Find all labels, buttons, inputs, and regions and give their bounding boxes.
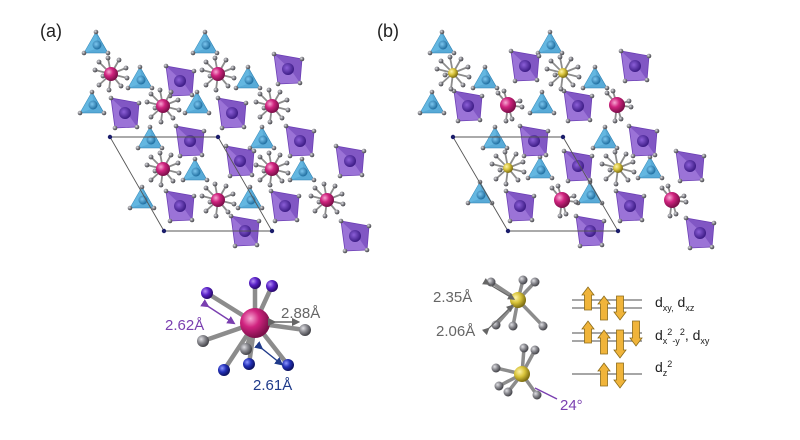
magenta-atom-site	[199, 55, 237, 93]
octahedron	[163, 188, 197, 224]
tetrahedron	[580, 64, 610, 91]
tetrahedron	[525, 154, 555, 181]
distance-label-2-35: 2.35Å	[433, 289, 472, 306]
octahedron	[673, 148, 707, 184]
tetrahedron	[527, 89, 557, 116]
panel-label-b: (b)	[377, 21, 399, 41]
octahedron	[683, 215, 717, 251]
spin-up-arrow-icon	[597, 362, 611, 387]
tetrahedron	[81, 29, 111, 56]
distance-label-2-06: 2.06Å	[436, 323, 475, 340]
tetrahedron	[233, 64, 263, 91]
tetrahedron	[427, 29, 457, 56]
octahedron	[618, 48, 652, 84]
tetrahedron	[77, 89, 107, 116]
yellow-atom-site	[489, 149, 527, 187]
octahedron	[268, 188, 302, 224]
octahedron	[283, 123, 317, 159]
yellow-atom-site	[544, 54, 582, 92]
distance-label-2-88: 2.88Å	[281, 305, 320, 322]
tetrahedron	[480, 124, 510, 151]
tetrahedron	[470, 64, 500, 91]
tetrahedron	[417, 89, 447, 116]
panel-a-lattice	[77, 29, 372, 254]
tetrahedron	[127, 184, 157, 211]
spin-down-arrow-icon	[629, 320, 643, 347]
magenta-atom-site	[308, 181, 346, 219]
tetrahedron	[247, 124, 277, 151]
panel-a-coordination-detail: 2.62Å 2.88Å 2.61Å	[165, 277, 320, 394]
octahedron	[215, 95, 249, 131]
octahedron	[108, 95, 142, 131]
magenta-atom-site	[253, 87, 291, 125]
magenta-atom-site	[549, 183, 579, 219]
spin-up-arrow-icon	[597, 295, 611, 321]
magenta-atom-site	[144, 150, 182, 188]
tetrahedron	[287, 156, 317, 183]
tetrahedron	[135, 124, 165, 151]
spin-down-arrow-icon	[613, 362, 627, 389]
spin-up-arrow-icon	[581, 286, 595, 311]
octahedron	[333, 143, 367, 179]
octahedron	[163, 63, 197, 99]
yellow-atom-site	[599, 149, 637, 187]
octahedron	[561, 148, 595, 184]
magenta-atom-site	[659, 183, 689, 219]
panel-b-coordination-detail: 2.35Å 2.06Å 24° dxy, dxz dx2-y2, dxy dz2	[433, 275, 710, 414]
orbital-label-dxy-dxz: dxy, dxz	[655, 294, 695, 313]
magenta-atom-site	[92, 55, 130, 93]
tetrahedron	[180, 156, 210, 183]
octahedron	[503, 188, 537, 224]
magenta-atom-site	[495, 88, 525, 124]
tetrahedron	[182, 89, 212, 116]
tetrahedron	[235, 184, 265, 211]
orbital-energy-diagram: dxy, dxz dx2-y2, dxy dz2	[572, 286, 710, 389]
orbital-label-dz2: dz2	[655, 359, 672, 378]
octahedron	[508, 48, 542, 84]
distance-label-2-61: 2.61Å	[253, 377, 292, 394]
octahedron	[561, 88, 595, 124]
distance-label-2-62: 2.62Å	[165, 317, 204, 334]
magenta-atom-site	[199, 181, 237, 219]
tetrahedron	[125, 64, 155, 91]
octahedron	[173, 123, 207, 159]
magenta-atom-site	[253, 150, 291, 188]
tetrahedron	[535, 29, 565, 56]
orbital-label-dx2y2-dxy: dx2-y2, dxy	[655, 327, 710, 346]
magenta-atom-site	[604, 88, 634, 124]
panel-label-a: (a)	[40, 21, 62, 41]
octahedron	[271, 51, 305, 87]
octahedron	[223, 143, 257, 179]
tetrahedron	[635, 154, 665, 181]
tetrahedron	[590, 124, 620, 151]
tetrahedron	[190, 29, 220, 56]
octahedron	[613, 188, 647, 224]
octahedron	[338, 218, 372, 254]
spin-down-arrow-icon	[613, 329, 627, 359]
panel-b-lattice	[417, 29, 717, 251]
spin-up-arrow-icon	[597, 329, 611, 355]
octahedron	[626, 123, 660, 159]
magenta-atom-site	[144, 87, 182, 125]
octahedron	[517, 123, 551, 159]
yellow-atom-site	[434, 54, 472, 92]
spin-down-arrow-icon	[613, 295, 627, 321]
angle-label-24: 24°	[560, 397, 583, 414]
spin-up-arrow-icon	[581, 320, 595, 344]
octahedron	[451, 88, 485, 124]
